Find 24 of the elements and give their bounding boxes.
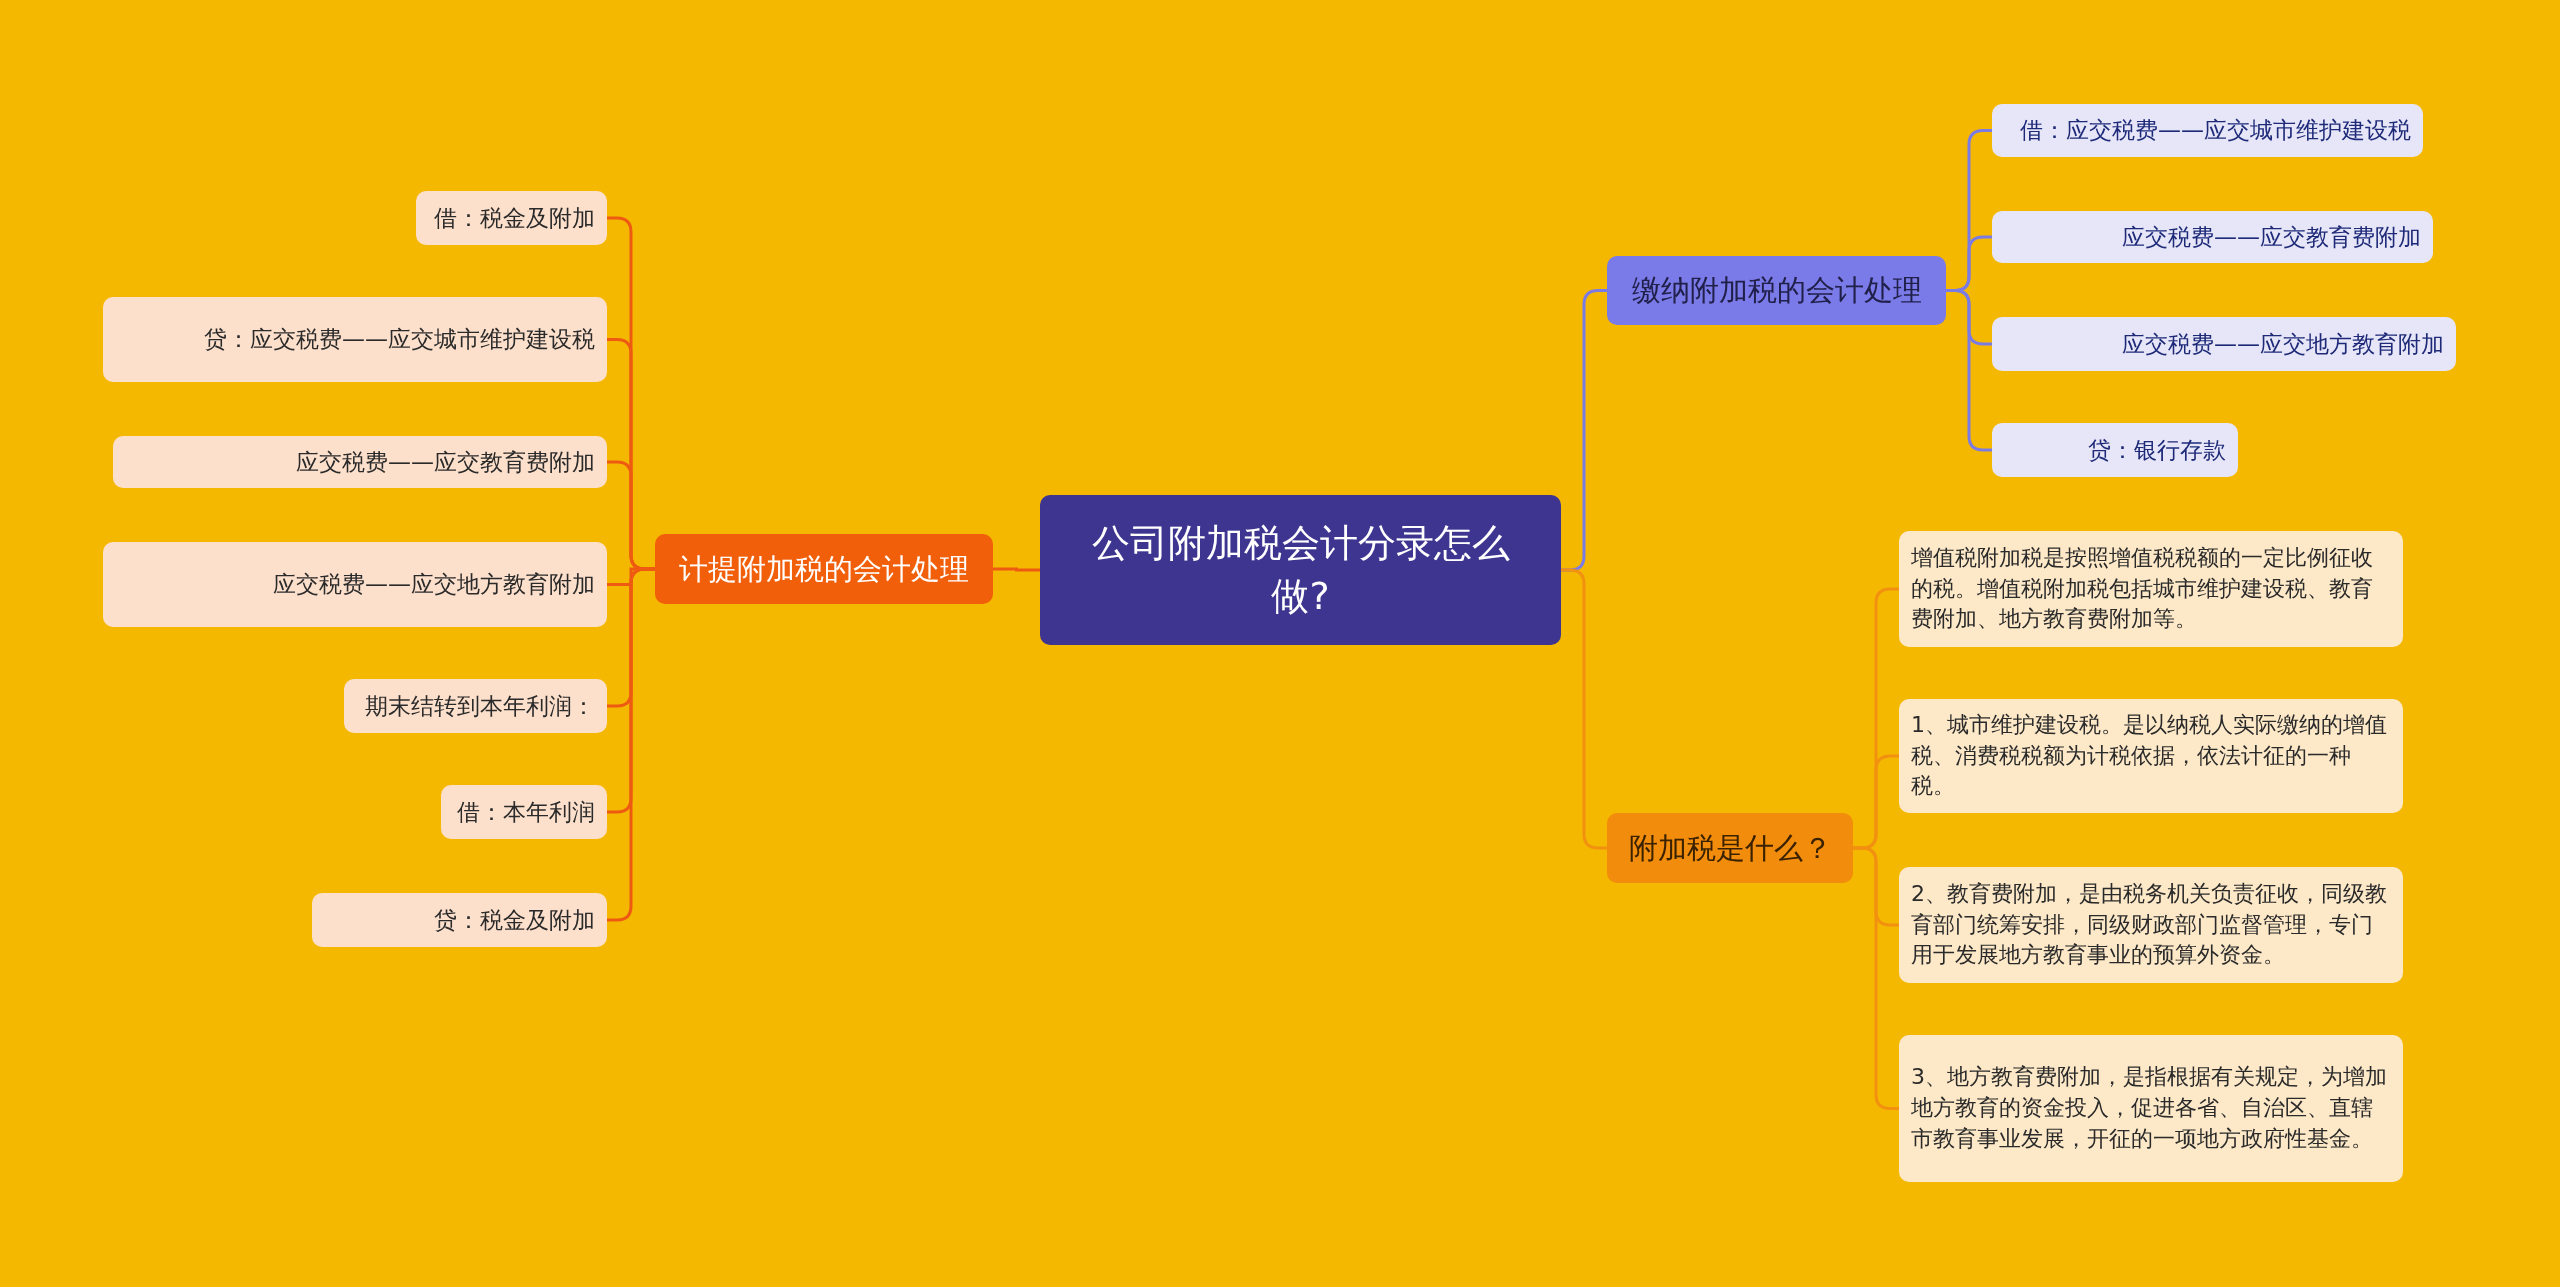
note-box: 2、教育费附加，是由税务机关负责征收，同级教育部门统筹安排，同级财政部门监督管理，专门用于发展地方教育事业的预算外资金。 bbox=[1899, 867, 2403, 983]
entry-box: 应交税费——应交教育费附加 bbox=[113, 436, 607, 488]
entry-box: 借：本年利润 bbox=[441, 785, 607, 839]
branch-box: 附加税是什么？ bbox=[1607, 813, 1853, 883]
connector-line bbox=[1946, 289, 1992, 452]
connector-line bbox=[993, 567, 1040, 572]
branch-box: 缴纳附加税的会计处理 bbox=[1607, 256, 1946, 325]
entry-box: 贷：银行存款 bbox=[1992, 423, 2238, 477]
branch-box: 计提附加税的会计处理 bbox=[655, 534, 993, 604]
entry-box: 应交税费——应交地方教育附加 bbox=[103, 542, 607, 627]
note-box: 3、地方教育费附加，是指根据有关规定，为增加地方教育的资金投入，促进各省、自治区、直辖市教育事业发展，开征的一项地方政府性基金。 bbox=[1899, 1035, 2403, 1182]
connector-line bbox=[1853, 846, 1899, 1110]
entry-box: 借：应交税费——应交城市维护建设税 bbox=[1992, 104, 2423, 157]
entry-box: 应交税费——应交教育费附加 bbox=[1992, 211, 2433, 263]
entry-box: 应交税费——应交地方教育附加 bbox=[1992, 317, 2456, 371]
entry-box: 借：税金及附加 bbox=[416, 191, 607, 245]
central-topic-box: 公司附加税会计分录怎么做? bbox=[1040, 495, 1561, 645]
entry-box: 贷：税金及附加 bbox=[312, 893, 607, 947]
note-box: 1、城市维护建设税。是以纳税人实际缴纳的增值税、消费税税额为计税依据，依法计征的一种税。 bbox=[1899, 699, 2403, 813]
entry-box: 贷：应交税费——应交城市维护建设税 bbox=[103, 297, 607, 382]
connector-line bbox=[607, 567, 655, 922]
entry-box: 期末结转到本年利润： bbox=[344, 679, 607, 733]
connector-line bbox=[1561, 568, 1607, 850]
note-box: 增值税附加税是按照增值税税额的一定比例征收的税。增值税附加税包括城市维护建设税、教育费附加、地方教育费附加等。 bbox=[1899, 531, 2403, 647]
